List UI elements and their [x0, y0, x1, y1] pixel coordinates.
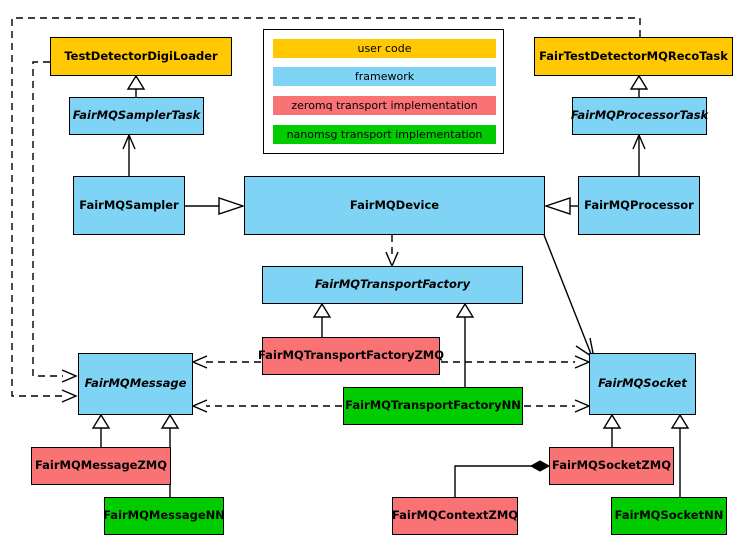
edge-tfzmq-message: [191, 355, 261, 369]
class-label: FairMQMessage: [84, 376, 187, 391]
edge-socketzmq-socket: [602, 413, 622, 447]
class-label: FairMQTransportFactory: [314, 277, 471, 292]
edge-digiloader-samplertask: [126, 74, 146, 97]
legend-item-user-code: user code: [273, 39, 496, 58]
edge-tfnn-socket: [524, 399, 591, 413]
class-label: FairMQProcessor: [584, 197, 694, 212]
edge-device-transportfactory: [385, 235, 399, 268]
legend-item-framework: framework: [273, 67, 496, 86]
class-label: FairTestDetectorMQRecoTask: [539, 48, 728, 63]
class-label: FairMQSamplerTask: [72, 108, 201, 123]
legend-item-nanomsg: nanomsg transport implementation: [273, 125, 496, 144]
class-box-fairmqprocessor[interactable]: FairMQProcessor: [578, 176, 700, 235]
legend-label: nanomsg transport implementation: [286, 128, 483, 141]
edge-sampler-device: [185, 197, 246, 215]
edge-tfzmq-socket: [441, 355, 591, 369]
edge-samplertask-sampler: [122, 133, 136, 176]
class-label: FairMQSocketNN: [614, 508, 724, 523]
edge-processor-device: [543, 197, 578, 215]
class-box-fairmqsampler[interactable]: FairMQSampler: [73, 176, 185, 235]
legend-label: user code: [357, 42, 412, 55]
class-box-fairmqprocessortask[interactable]: FairMQProcessorTask: [570, 97, 709, 135]
class-box-fairtestdetectormqrecotask[interactable]: FairTestDetectorMQRecoTask: [534, 37, 733, 76]
class-box-fairmqcontextzmq[interactable]: FairMQContextZMQ: [392, 497, 518, 535]
class-box-fairmqtransportfactoryzmq[interactable]: FairMQTransportFactoryZMQ: [258, 337, 444, 375]
class-box-fairmqdevice[interactable]: FairMQDevice: [244, 176, 545, 235]
edge-socketnn-socket: [670, 413, 690, 497]
edge-tfnn-message: [191, 399, 342, 413]
edge-device-socket: [543, 234, 596, 360]
class-label: FairMQMessageZMQ: [34, 458, 168, 473]
class-label: FairMQSocketZMQ: [552, 458, 671, 473]
legend: user code framework zeromq transport imp…: [263, 29, 504, 154]
class-label: FairMQSocket: [598, 376, 687, 391]
class-label: FairMQProcessorTask: [570, 108, 709, 123]
edge-messagezmq-message: [91, 413, 111, 447]
class-label: FairMQSampler: [79, 197, 179, 212]
class-label: FairMQDevice: [349, 197, 440, 212]
edge-contextzmq-socketzmq: [454, 460, 551, 497]
legend-item-zeromq: zeromq transport implementation: [273, 96, 496, 115]
edge-recotask-processortask: [629, 74, 649, 97]
class-box-fairmqmessage[interactable]: FairMQMessage: [78, 353, 193, 415]
class-label: FairMQMessageNN: [103, 508, 225, 523]
class-box-fairmqsocket[interactable]: FairMQSocket: [589, 353, 696, 415]
legend-label: framework: [354, 70, 415, 83]
class-box-fairmqmessagezmq[interactable]: FairMQMessageZMQ: [31, 447, 171, 485]
class-box-fairmqtransportfactorynn[interactable]: FairMQTransportFactoryNN: [343, 387, 523, 425]
edge-tfzmq-tf: [312, 302, 332, 337]
edge-tfnn-tf: [455, 302, 475, 387]
class-box-fairmqtransportfactory[interactable]: FairMQTransportFactory: [262, 266, 523, 304]
edge-processortask-processor: [632, 133, 646, 176]
class-box-fairmqsamplertask[interactable]: FairMQSamplerTask: [69, 97, 204, 135]
class-box-fairmqmessagenn[interactable]: FairMQMessageNN: [103, 497, 225, 535]
class-box-fairmqsocketnn[interactable]: FairMQSocketNN: [611, 497, 727, 535]
class-label: TestDetectorDigiLoader: [64, 48, 218, 63]
class-box-testdetectordigiloader[interactable]: TestDetectorDigiLoader: [50, 37, 232, 76]
class-label: FairMQTransportFactoryZMQ: [258, 348, 445, 363]
class-label: FairMQTransportFactoryNN: [345, 398, 521, 413]
class-box-fairmqsocketzmq[interactable]: FairMQSocketZMQ: [549, 447, 674, 485]
class-label: FairMQContextZMQ: [391, 508, 519, 523]
legend-label: zeromq transport implementation: [291, 99, 478, 112]
